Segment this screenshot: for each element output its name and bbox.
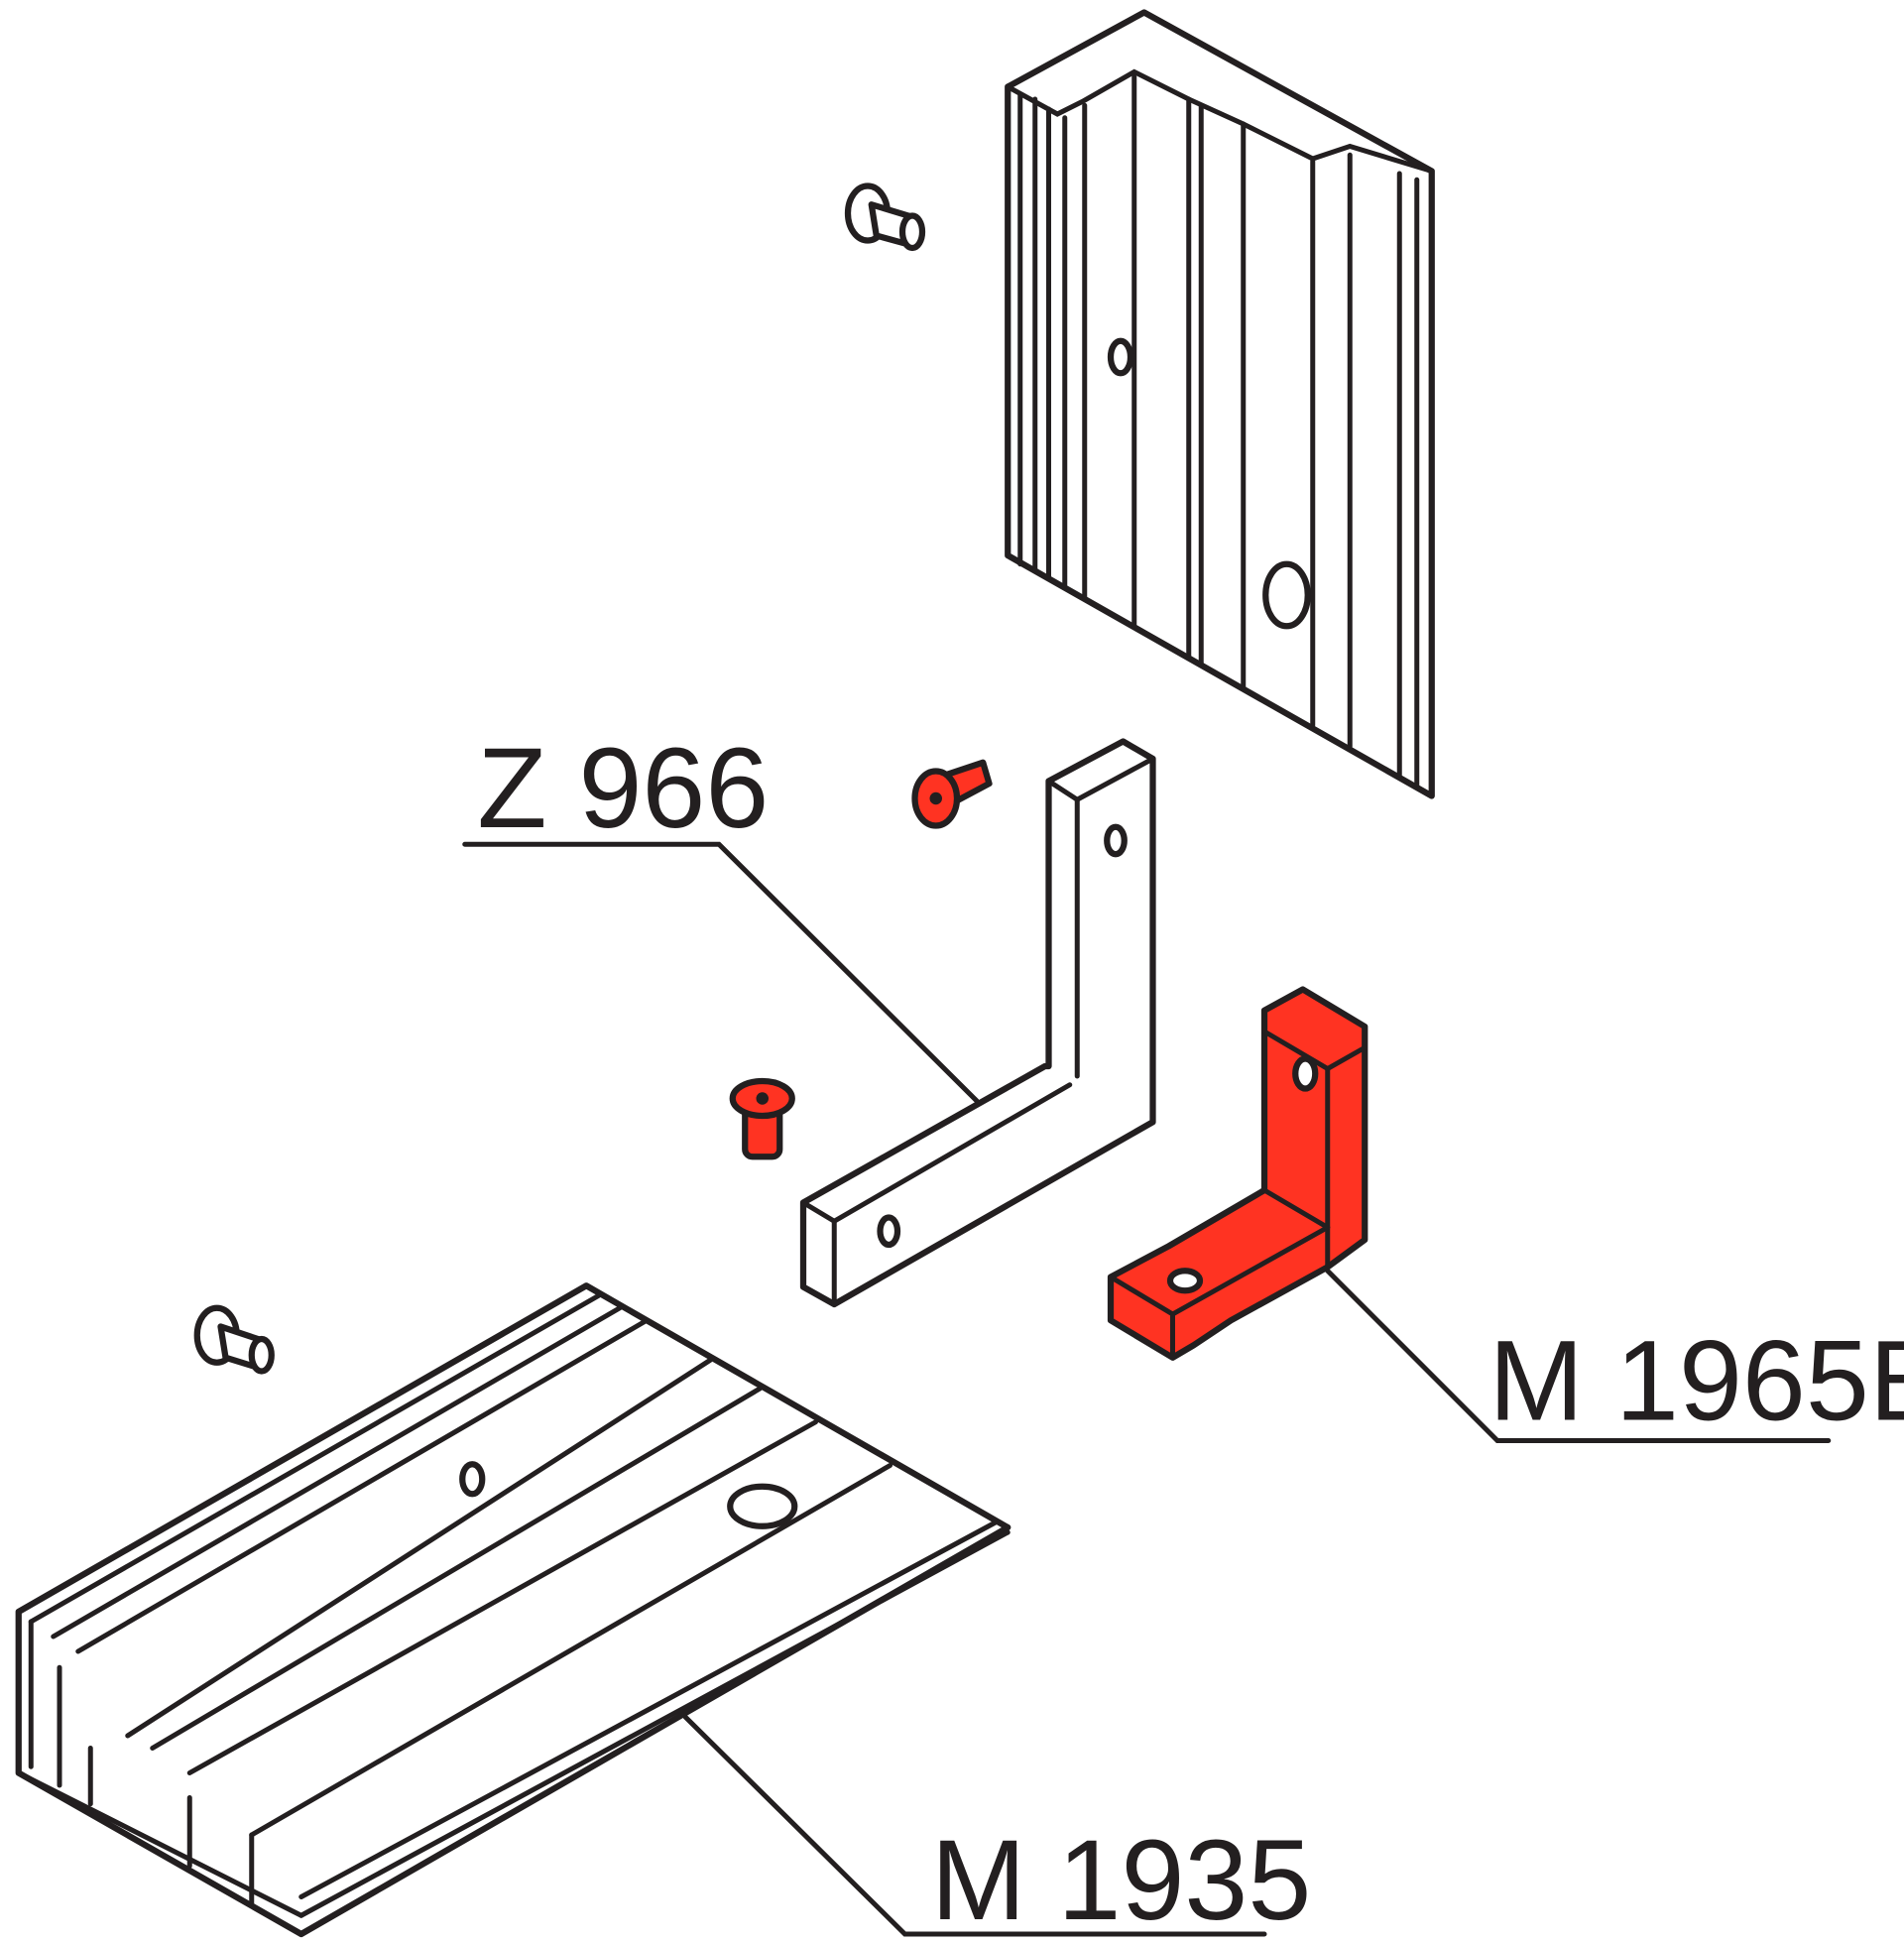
leader-line-z966 bbox=[462, 841, 980, 1104]
screw-left bbox=[193, 1304, 275, 1375]
leader-line-m1935 bbox=[682, 1714, 1267, 1937]
vertical-profile bbox=[1005, 9, 1435, 799]
hole-icon bbox=[1107, 337, 1134, 377]
hole-icon bbox=[877, 1214, 901, 1249]
red-screw-lower bbox=[729, 1077, 795, 1160]
hole-icon bbox=[1292, 1055, 1319, 1092]
hole-icon bbox=[727, 1483, 798, 1529]
z966-bracket bbox=[799, 738, 1156, 1308]
label-z966: Z 966 bbox=[477, 725, 769, 852]
red-screw-upper bbox=[911, 759, 993, 829]
hole-icon bbox=[1104, 823, 1128, 858]
m1935-base-profile bbox=[15, 1282, 1012, 1938]
m1965b-corner-connector bbox=[1107, 986, 1368, 1361]
label-m1965b: M 1965B bbox=[1488, 1317, 1904, 1444]
hole-icon bbox=[459, 1461, 486, 1498]
hole-icon bbox=[1262, 560, 1311, 630]
label-m1935: M 1935 bbox=[931, 1817, 1312, 1944]
leader-line-m1965b bbox=[1325, 1268, 1832, 1443]
screw-top bbox=[844, 182, 926, 252]
hole-icon bbox=[1166, 1268, 1204, 1294]
